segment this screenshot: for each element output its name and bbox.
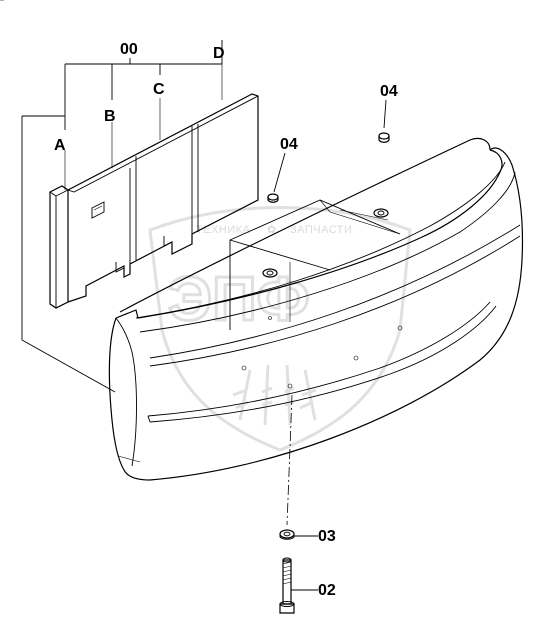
- callout-part-d: D: [213, 45, 225, 62]
- counterweight: [108, 137, 524, 481]
- callout-washer: 03: [318, 528, 336, 545]
- callout-part-a: A: [54, 137, 66, 154]
- watermark-logo-text: ЭПФ: [168, 265, 310, 334]
- callout-leaders: [21, 40, 223, 393]
- bolt-part: [279, 557, 318, 614]
- watermark-gear-icon: ✿: [267, 224, 277, 236]
- washer-part: [279, 529, 318, 540]
- plate-part-a: [49, 185, 69, 309]
- watermark-shield-icon: [148, 206, 412, 452]
- callout-bolt: 02: [318, 582, 336, 599]
- counterweight-front: [108, 147, 524, 481]
- bolt-axis: [286, 394, 293, 526]
- callout-cap-left: 04: [280, 136, 298, 153]
- watermark-wheat-icon: [232, 364, 317, 426]
- callout-assembly: 00: [120, 41, 138, 58]
- cap-leaders: [273, 99, 387, 193]
- callout-cap-upper: 04: [380, 83, 398, 100]
- watermark-left-text: ТЕХНИКА: [196, 224, 251, 236]
- bolt-head-left: [262, 268, 278, 278]
- cap-upper: [378, 132, 390, 143]
- callout-labels: 00 A B C D 04 04 03 02: [54, 41, 398, 599]
- plate-slot: [91, 201, 105, 219]
- watermark: ТЕХНИКА ✿ ЗАПЧАСТИ ЭПФ: [148, 206, 412, 452]
- callout-part-b: B: [104, 108, 116, 125]
- callout-part-c: C: [153, 81, 165, 98]
- watermark-right-text: ЗАПЧАСТИ: [290, 224, 352, 236]
- counterweight-top: [115, 149, 503, 319]
- cover-plate-assembly: [49, 93, 259, 309]
- cap-left: [267, 193, 279, 203]
- bolt-head-right: [373, 208, 389, 218]
